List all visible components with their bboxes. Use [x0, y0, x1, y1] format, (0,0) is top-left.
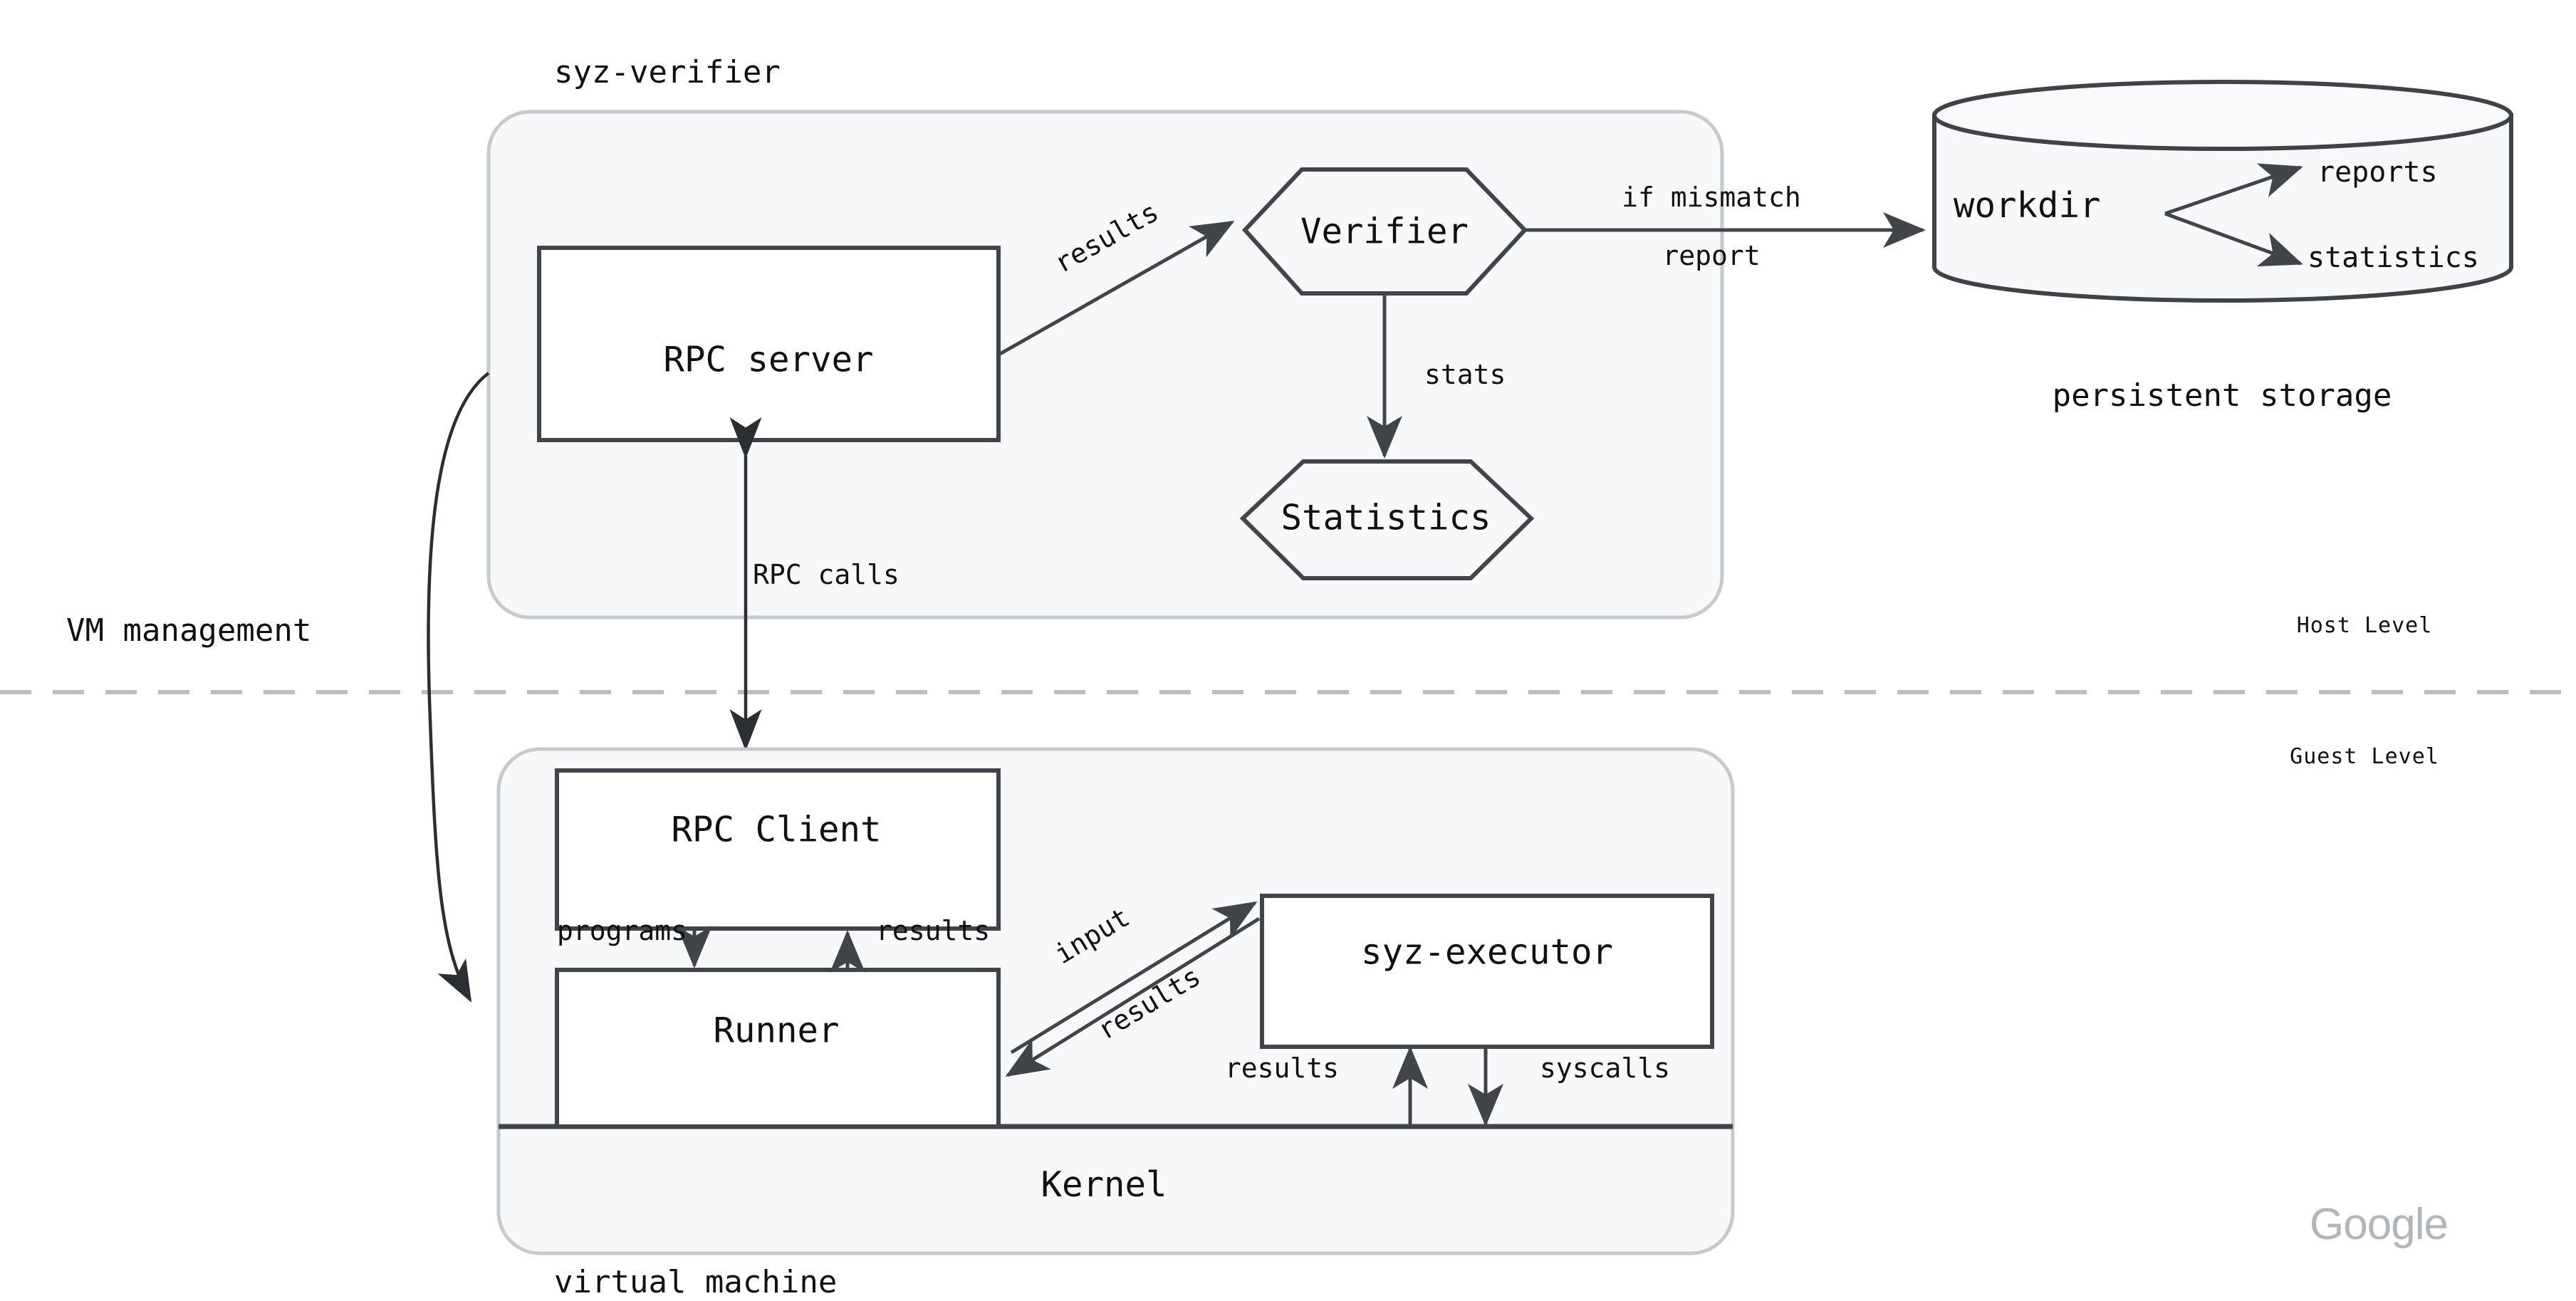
workdir-label: workdir — [1954, 185, 2101, 226]
workdir-cylinder-body[interactable] — [1932, 113, 2513, 303]
syz-executor-box[interactable] — [1260, 894, 1714, 1049]
edge-label-report: report — [1662, 240, 1760, 271]
verifier-hexagon[interactable] — [1241, 167, 1528, 296]
rpc-client-box[interactable] — [555, 768, 1001, 931]
verifier-label: Verifier — [1300, 211, 1469, 252]
runner-box[interactable] — [555, 968, 1001, 1129]
edge-label-results-from-kernel: results — [1225, 1052, 1339, 1084]
edge-label-if-mismatch: if mismatch — [1622, 182, 1801, 213]
rpc-client-label: RPC Client — [671, 810, 881, 850]
rpc-server-label: RPC server — [663, 340, 873, 380]
edge-label-syscalls: syscalls — [1540, 1052, 1670, 1084]
rpc-server-box[interactable] — [537, 246, 1001, 442]
storage-item-reports: reports — [2317, 156, 2438, 189]
edge-label-stats: stats — [1424, 359, 1506, 390]
edge-workdir-to-statistics — [2164, 211, 2303, 267]
edge-label-programs: programs — [557, 915, 687, 946]
syz-verifier-container — [486, 110, 1724, 620]
google-watermark: Google — [2310, 1200, 2448, 1249]
vm-management-label: VM management — [66, 612, 311, 649]
group-label-syz-verifier: syz-verifier — [554, 54, 781, 90]
guest-level-label: Guest Level — [2290, 744, 2439, 769]
edge-results-to-verifier — [998, 220, 1235, 356]
group-label-persistent-storage: persistent storage — [2053, 377, 2392, 414]
edge-input — [1010, 901, 1258, 1055]
edge-workdir-to-reports — [2164, 163, 2303, 216]
workdir-cylinder-top — [1932, 80, 2513, 151]
runner-label: Runner — [713, 1010, 839, 1051]
edge-label-rpc-calls: RPC calls — [753, 559, 899, 590]
syz-executor-label: syz-executor — [1361, 932, 1613, 973]
edge-vm-management — [427, 372, 490, 1003]
host-level-label: Host Level — [2297, 613, 2433, 638]
statistics-hexagon[interactable] — [1239, 459, 1535, 580]
edge-label-results-to-client: results — [876, 915, 990, 946]
statistics-label: Statistics — [1281, 498, 1491, 538]
storage-item-statistics: statistics — [2308, 241, 2479, 274]
group-label-virtual-machine: virtual machine — [554, 1264, 837, 1300]
edge-results-to-runner — [1005, 916, 1261, 1077]
kernel-label: Kernel — [1041, 1164, 1167, 1205]
